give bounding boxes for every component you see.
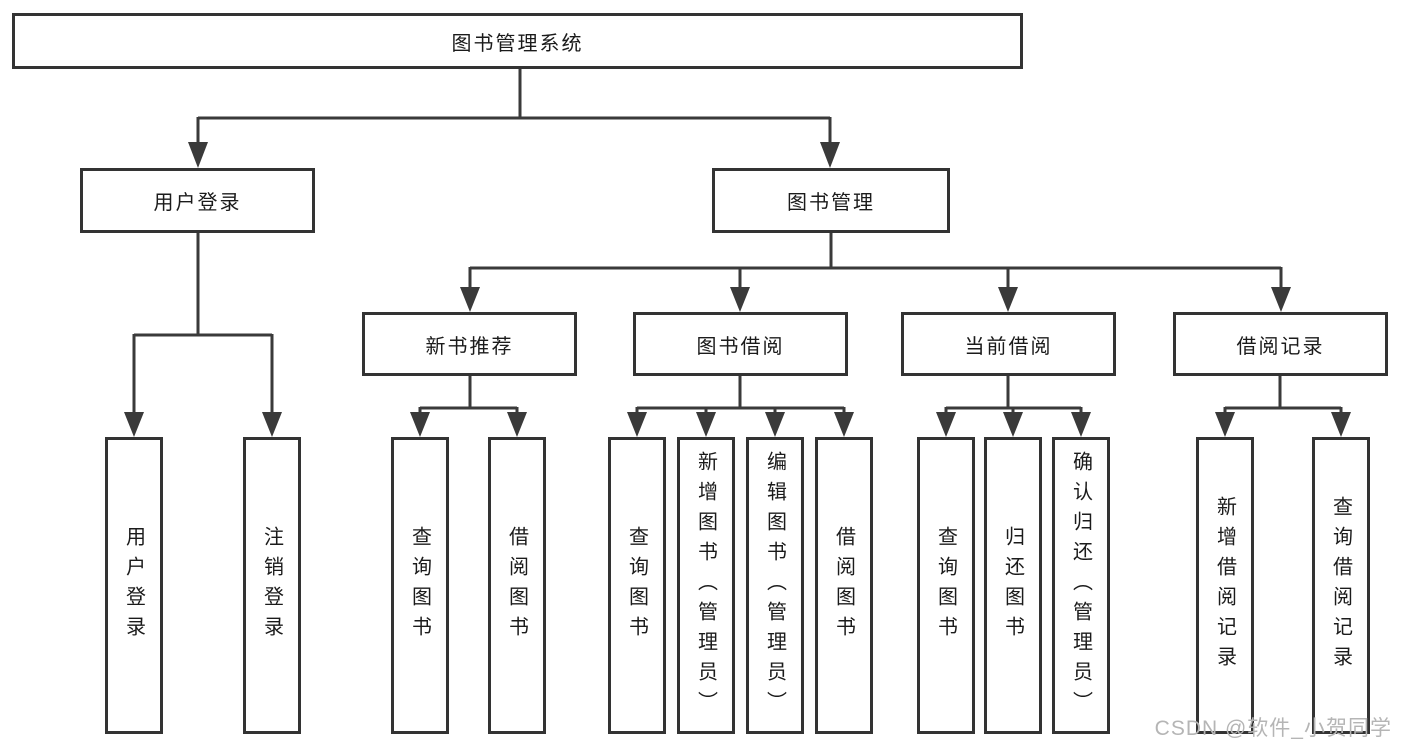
leaf-label: 用户登录 xyxy=(122,525,145,646)
root-node-library-system: 图书管理系统 xyxy=(12,13,1023,69)
root-node-label: 图书管理系统 xyxy=(451,32,584,55)
leaf-label: 确认归还（管理员） xyxy=(1069,450,1092,721)
leaf-label: 查询图书 xyxy=(934,525,957,646)
leaf-node-query-borrow-record: 查询借阅记录 xyxy=(1312,437,1370,734)
leaf-node-query-books: 查询图书 xyxy=(917,437,975,734)
leaf-label: 查询图书 xyxy=(625,525,648,646)
leaf-label: 新增借阅记录 xyxy=(1213,495,1236,676)
leaf-label: 编辑图书（管理员） xyxy=(763,450,786,721)
leaf-label: 注销登录 xyxy=(260,525,283,646)
leaf-label: 新增图书（管理员） xyxy=(694,450,717,721)
leaf-label: 查询借阅记录 xyxy=(1329,495,1352,676)
leaf-node-query-books: 查询图书 xyxy=(608,437,666,734)
branch-node-book-management: 图书管理 xyxy=(712,168,950,233)
branch-node-user-login: 用户登录 xyxy=(80,168,315,233)
leaf-node-add-books-admin: 新增图书（管理员） xyxy=(677,437,735,734)
group-node-book-borrow: 图书借阅 xyxy=(633,312,848,376)
leaf-node-add-borrow-record: 新增借阅记录 xyxy=(1196,437,1254,734)
group-label: 当前借阅 xyxy=(964,335,1053,358)
leaf-node-edit-books-admin: 编辑图书（管理员） xyxy=(746,437,804,734)
leaf-node-borrow-books: 借阅图书 xyxy=(815,437,873,734)
leaf-label: 借阅图书 xyxy=(505,525,528,646)
group-label: 借阅记录 xyxy=(1236,335,1325,358)
leaf-node-return-books: 归还图书 xyxy=(984,437,1042,734)
group-node-current-borrow: 当前借阅 xyxy=(901,312,1116,376)
csdn-watermark: CSDN @软件_小贺同学 xyxy=(1154,717,1392,740)
leaf-node-borrow-books: 借阅图书 xyxy=(488,437,546,734)
leaf-node-confirm-return-admin: 确认归还（管理员） xyxy=(1052,437,1110,734)
leaf-node-user-login: 用户登录 xyxy=(105,437,163,734)
group-label: 新书推荐 xyxy=(425,335,514,358)
branch-label: 图书管理 xyxy=(787,192,875,214)
branch-label: 用户登录 xyxy=(153,192,242,214)
group-node-new-book-recommend: 新书推荐 xyxy=(362,312,577,376)
leaf-label: 归还图书 xyxy=(1001,525,1024,646)
leaf-label: 借阅图书 xyxy=(832,525,855,646)
leaf-node-logout: 注销登录 xyxy=(243,437,301,734)
group-node-borrow-record: 借阅记录 xyxy=(1173,312,1388,376)
group-label: 图书借阅 xyxy=(696,335,785,358)
leaf-label: 查询图书 xyxy=(408,525,431,646)
leaf-node-query-books: 查询图书 xyxy=(391,437,449,734)
